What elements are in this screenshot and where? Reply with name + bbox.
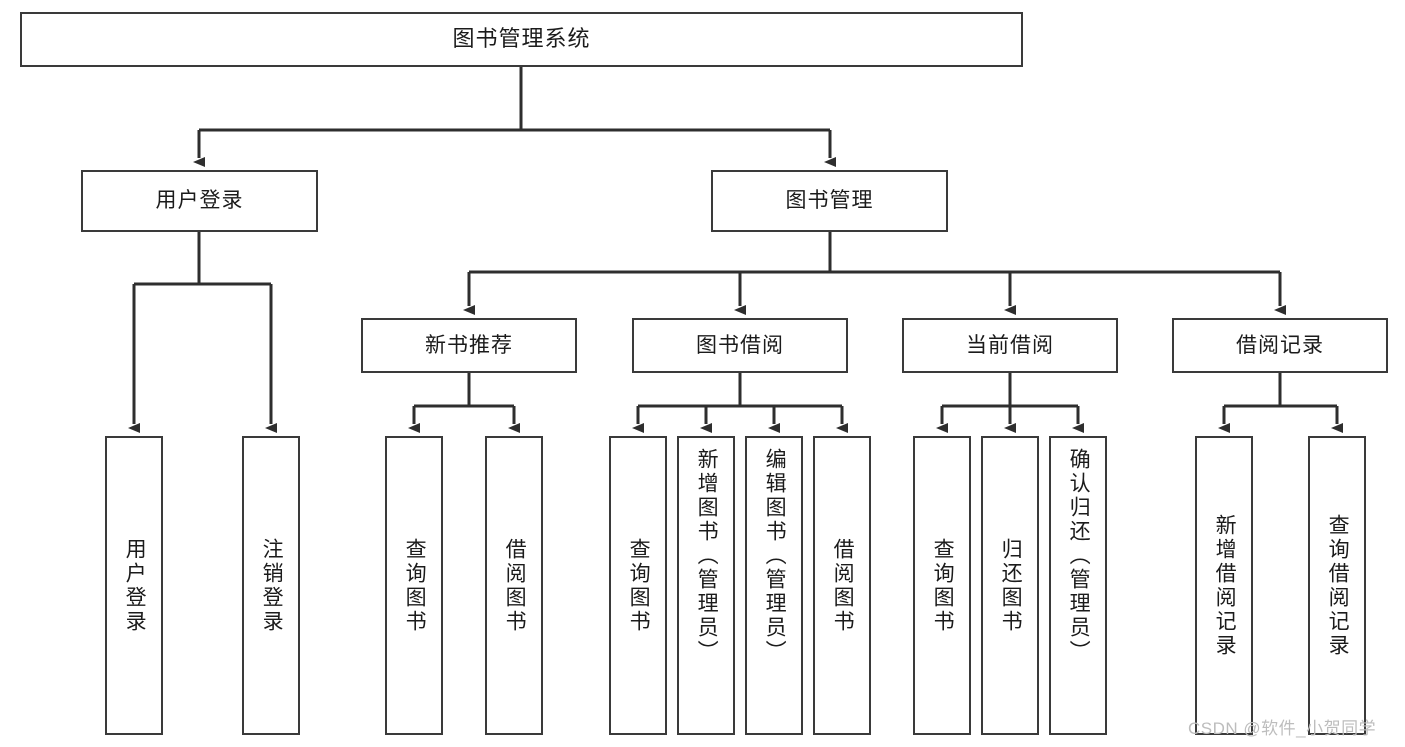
node-label: 新增借阅记录 — [1213, 513, 1237, 658]
node-label: 图书借阅 — [696, 333, 784, 357]
leaf-query-record[interactable]: 查询借阅记录 — [1308, 436, 1366, 735]
node-book-management[interactable]: 图书管理 — [711, 170, 948, 232]
leaf-add-book[interactable]: 新增图书（管理员） — [677, 436, 735, 735]
node-label: 新增图书（管理员） — [695, 448, 719, 664]
node-label: 查询图书 — [403, 537, 427, 634]
leaf-query-book-3[interactable]: 查询图书 — [913, 436, 971, 735]
node-label: 查询图书 — [627, 537, 651, 634]
leaf-user-logout[interactable]: 注销登录 — [242, 436, 300, 735]
node-borrow-record[interactable]: 借阅记录 — [1172, 318, 1388, 373]
node-label: 用户登录 — [155, 189, 244, 213]
node-label: 借阅图书 — [831, 537, 855, 634]
csdn-watermark: CSDN @软件_小贺同学 — [1188, 719, 1377, 738]
node-label: 当前借阅 — [966, 333, 1054, 357]
leaf-query-book-2[interactable]: 查询图书 — [609, 436, 667, 735]
node-label: 图书管理系统 — [452, 26, 591, 52]
node-label: 查询借阅记录 — [1326, 513, 1350, 658]
leaf-user-login[interactable]: 用户登录 — [105, 436, 163, 735]
leaf-confirm-return[interactable]: 确认归还（管理员） — [1049, 436, 1107, 735]
node-label: 图书管理 — [785, 189, 874, 213]
leaf-query-book-1[interactable]: 查询图书 — [385, 436, 443, 735]
leaf-borrow-book-2[interactable]: 借阅图书 — [813, 436, 871, 735]
node-label: 归还图书 — [999, 537, 1023, 634]
node-new-book-recommend[interactable]: 新书推荐 — [361, 318, 577, 373]
node-label: 用户登录 — [123, 537, 147, 634]
node-label: 查询图书 — [931, 537, 955, 634]
node-book-borrow[interactable]: 图书借阅 — [632, 318, 848, 373]
leaf-add-record[interactable]: 新增借阅记录 — [1195, 436, 1253, 735]
node-user-login[interactable]: 用户登录 — [81, 170, 318, 232]
leaf-borrow-book-1[interactable]: 借阅图书 — [485, 436, 543, 735]
node-label: 新书推荐 — [425, 333, 513, 357]
node-label: 注销登录 — [260, 537, 284, 634]
leaf-edit-book[interactable]: 编辑图书（管理员） — [745, 436, 803, 735]
node-current-borrow[interactable]: 当前借阅 — [902, 318, 1118, 373]
node-book-management-system[interactable]: 图书管理系统 — [20, 12, 1023, 67]
node-label: 确认归还（管理员） — [1067, 448, 1091, 664]
leaf-return-book[interactable]: 归还图书 — [981, 436, 1039, 735]
node-label: 借阅图书 — [503, 537, 527, 634]
node-label: 借阅记录 — [1236, 333, 1324, 357]
node-label: 编辑图书（管理员） — [763, 448, 787, 664]
